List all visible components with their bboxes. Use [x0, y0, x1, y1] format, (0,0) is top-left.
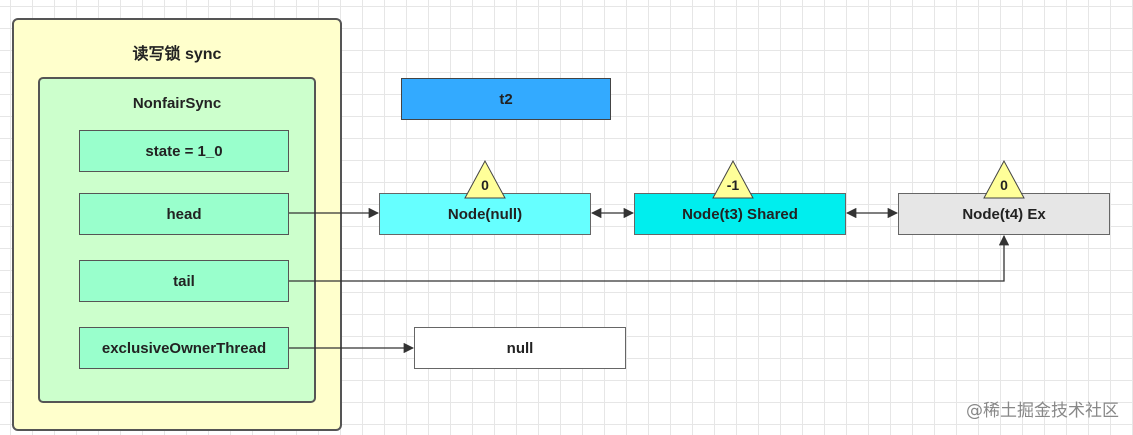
owner-null-value: null: [414, 327, 626, 369]
node-null: Node(null): [379, 193, 591, 235]
state-field: state = 1_0: [79, 130, 289, 172]
tail-to-node-t4-arrow: [289, 234, 1010, 282]
node-t4-wait-status: 0: [983, 159, 1025, 199]
head-field: head: [79, 193, 289, 235]
node-null-wait-status: 0: [464, 159, 506, 199]
sync-title: 读写锁 sync: [132, 46, 222, 63]
exclusive-owner-thread-field: exclusiveOwnerThread: [79, 327, 289, 369]
tail-field: tail: [79, 260, 289, 302]
node-t4-exclusive: Node(t4) Ex: [898, 193, 1110, 235]
node-t3-wait-status: -1: [712, 159, 754, 199]
node-t3-shared: Node(t3) Shared: [634, 193, 846, 235]
node-t3-wait-status-label: -1: [727, 177, 740, 193]
nonfair-sync-title: NonfairSync: [132, 95, 222, 112]
watermark: @稀土掘金技术社区: [966, 401, 1119, 421]
node-t4-wait-status-label: 0: [1000, 177, 1008, 193]
thread-t2-box: t2: [401, 78, 611, 120]
node-null-wait-status-label: 0: [481, 177, 489, 193]
